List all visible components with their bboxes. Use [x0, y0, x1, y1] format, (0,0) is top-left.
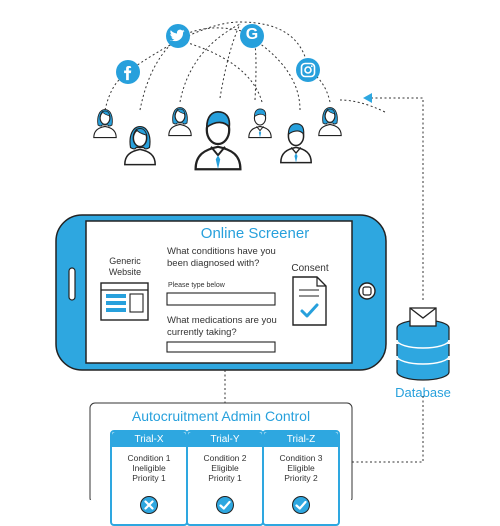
- trial-priority: Priority 2: [284, 473, 318, 483]
- reject-x-icon: [140, 496, 158, 514]
- screener-hint: Please type below: [168, 282, 225, 289]
- accept-check-icon: [292, 496, 310, 514]
- arrow-head-icon: [363, 93, 372, 103]
- trial-name: Trial-Y: [188, 432, 262, 447]
- trial-priority: Priority 1: [208, 473, 242, 483]
- screener-title: Online Screener: [200, 225, 310, 242]
- google-letter: G: [245, 26, 259, 43]
- trial-status: Eligible: [211, 463, 239, 473]
- conditions-input: [166, 292, 276, 306]
- trial-status: Ineligible: [132, 463, 166, 473]
- consent-document-icon: [292, 276, 327, 326]
- instagram-icon: [296, 58, 320, 82]
- flow-connectors: [224, 97, 424, 463]
- website-label: Generic Website: [108, 256, 142, 277]
- database-icon: [396, 307, 450, 381]
- trial-name: Trial-Z: [264, 432, 338, 447]
- person-icon: [280, 122, 312, 164]
- consent-label: Consent: [291, 263, 329, 274]
- twitter-icon: [166, 24, 190, 48]
- trial-priority: Priority 1: [132, 473, 166, 483]
- trial-condition: Condition 2: [203, 453, 247, 463]
- medications-input: [166, 341, 276, 353]
- phone-speaker: [68, 267, 76, 301]
- person-icon: [318, 107, 342, 137]
- person-icon: [93, 109, 117, 139]
- person-icon: [124, 125, 156, 166]
- database-label: Database: [395, 385, 451, 400]
- trial-card-x: Trial-X Condition 1 Ineligible Priority …: [110, 430, 188, 526]
- screener-question-medications: What medications are you currently takin…: [167, 315, 277, 338]
- trial-card-z: Trial-Z Condition 3 Eligible Priority 2: [262, 430, 340, 526]
- person-icon: [194, 110, 242, 171]
- phone-home-button: [358, 282, 376, 300]
- facebook-icon: [116, 60, 140, 84]
- person-icon: [248, 108, 272, 139]
- accept-check-icon: [216, 496, 234, 514]
- trial-card-y: Trial-Y Condition 2 Eligible Priority 1: [186, 430, 264, 526]
- trial-condition: Condition 3: [279, 453, 323, 463]
- admin-title: Autocruitment Admin Control: [131, 408, 311, 424]
- google-icon: [240, 24, 264, 48]
- website-icon: [100, 282, 149, 321]
- trial-condition: Condition 1: [127, 453, 171, 463]
- screener-question-conditions: What conditions have you been diagnosed …: [167, 246, 276, 269]
- trial-name: Trial-X: [112, 432, 186, 447]
- people-group: [93, 107, 342, 171]
- person-icon: [168, 107, 192, 137]
- trial-status: Eligible: [287, 463, 315, 473]
